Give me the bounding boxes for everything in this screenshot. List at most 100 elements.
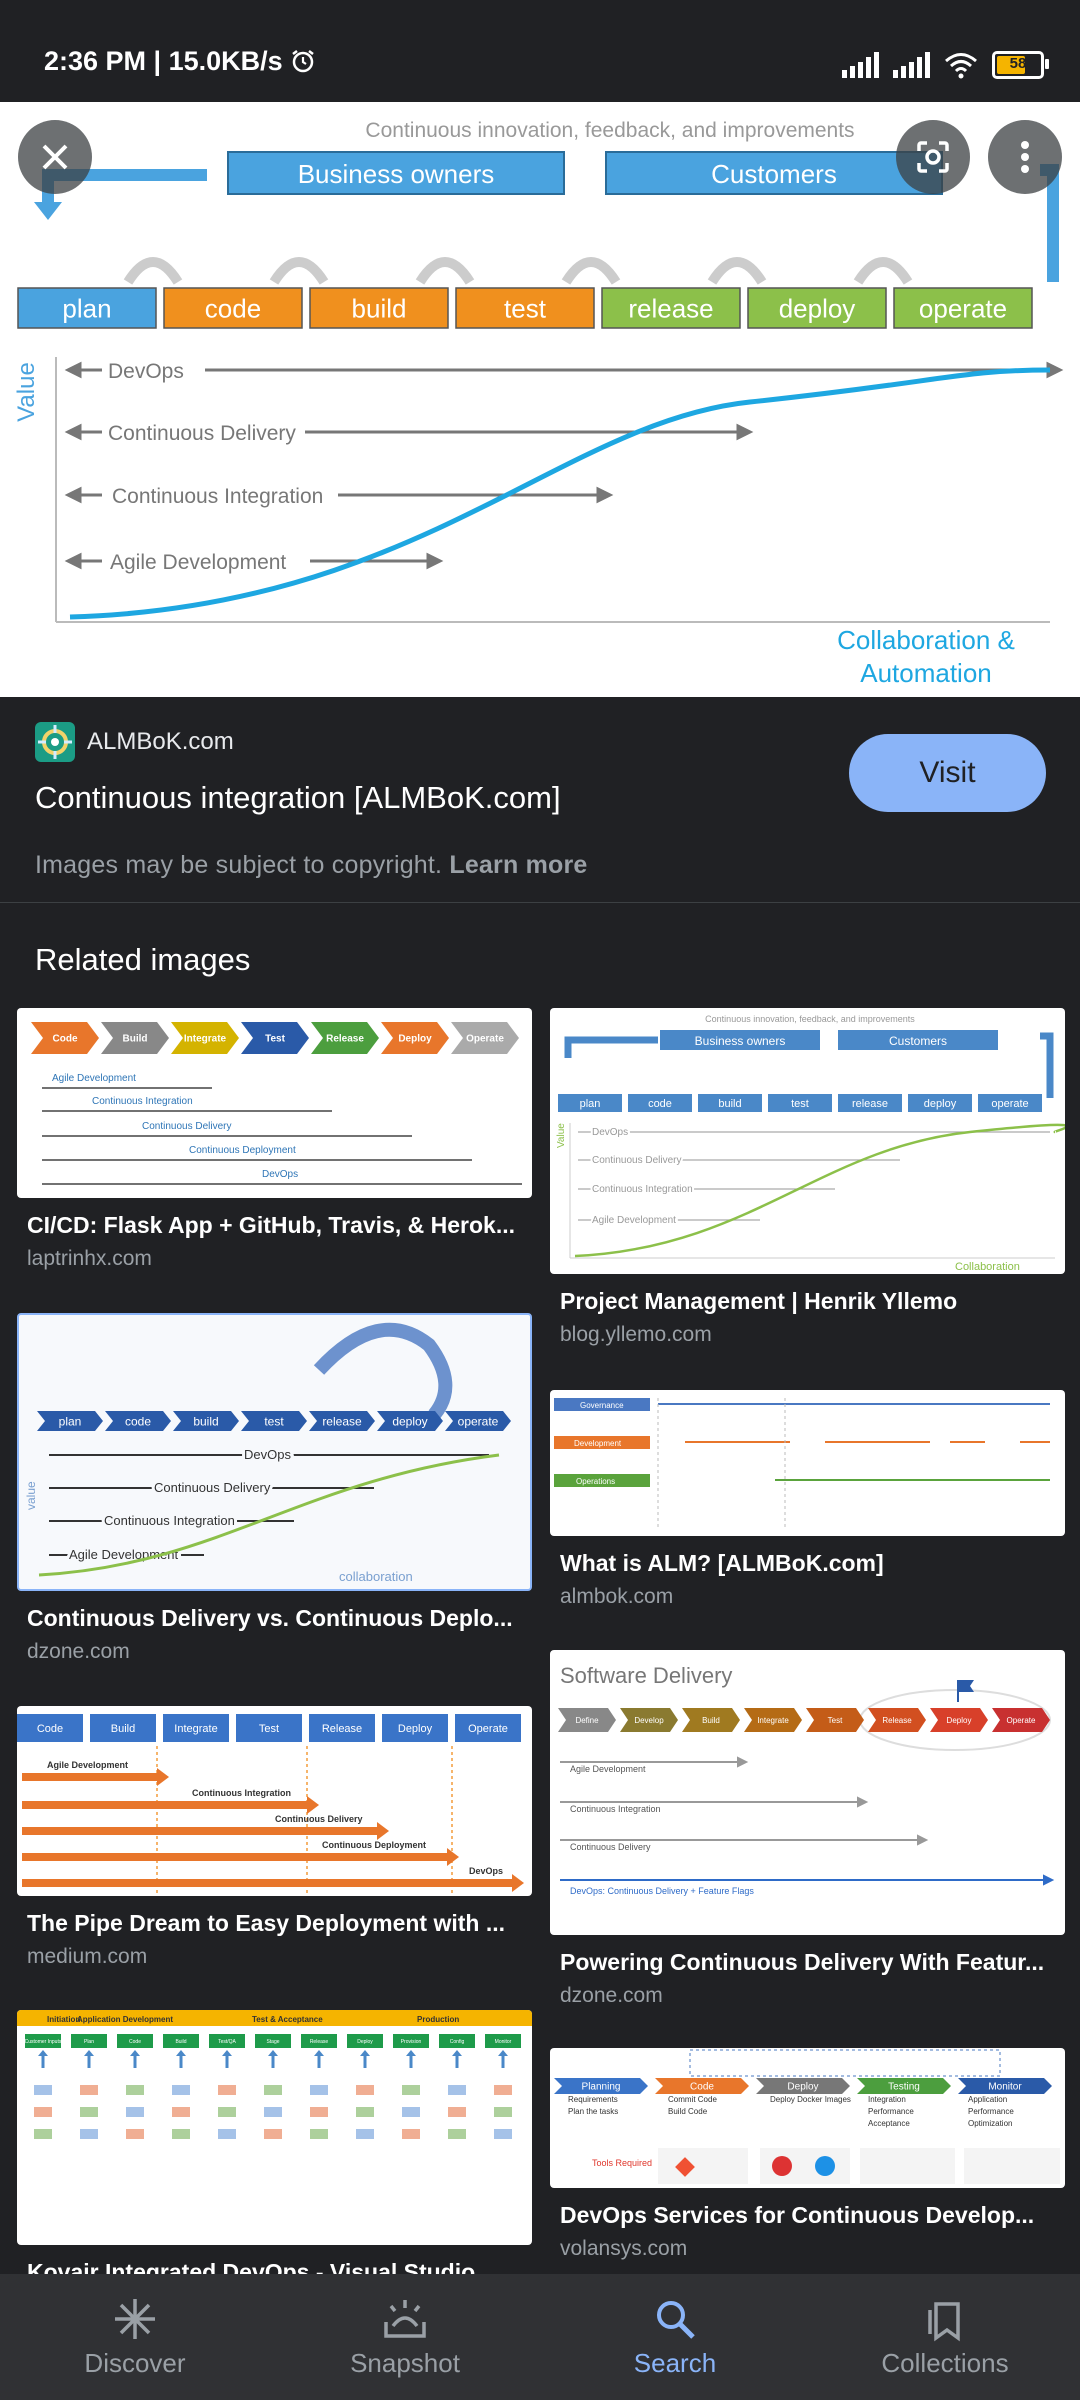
t6-level: Continuous Delivery — [570, 1842, 651, 1852]
t2-level: DevOps — [592, 1127, 628, 1138]
stage-shape — [893, 287, 1033, 329]
related-title[interactable]: CI/CD: Flask App + GitHub, Travis, & Her… — [27, 1212, 515, 1238]
stage-shape — [868, 1708, 926, 1732]
related-card-2[interactable]: Continuous innovation, feedback, and imp… — [550, 1008, 1065, 1347]
nav-collections[interactable]: Collections — [810, 2274, 1080, 2400]
t7-tool-logo — [310, 2107, 328, 2117]
level-agile-development: Agile Development — [110, 551, 286, 574]
stage-shape — [347, 2034, 383, 2048]
role-business-owners: Business owners — [298, 159, 495, 189]
nav-discover[interactable]: Discover — [0, 2274, 270, 2400]
more-options-button[interactable] — [988, 120, 1062, 194]
stage-label: Code — [129, 2039, 141, 2045]
related-card-4[interactable]: Governance Development Operations What i… — [550, 1390, 1065, 1609]
stage-label: Test — [259, 1723, 279, 1735]
stage-label: release — [628, 293, 713, 323]
t7-arrowhead — [360, 2050, 370, 2056]
stage-label: code — [205, 293, 261, 323]
t7-tool-logo — [218, 2085, 236, 2095]
alarm-icon — [292, 50, 314, 73]
stage-label: code — [125, 1414, 151, 1428]
related-site: almbok.com — [560, 1585, 674, 1608]
stage-label: test — [791, 1098, 809, 1110]
stage-label: deploy — [779, 293, 856, 323]
source-site[interactable]: ALMBoK.com — [35, 722, 234, 762]
stage-shape — [908, 1094, 972, 1112]
related-title[interactable]: Powering Continuous Delivery With Featur… — [560, 1949, 1045, 1975]
stage-shape — [105, 1411, 171, 1431]
close-button[interactable] — [18, 120, 92, 194]
learn-more-link[interactable]: Learn more — [449, 851, 588, 879]
t7-arrowhead — [498, 2050, 508, 2056]
stage-label: Code — [690, 2082, 714, 2093]
stage-label: test — [504, 293, 547, 323]
t7-tool-logo — [34, 2129, 52, 2139]
stage-shape — [768, 1094, 832, 1112]
stage-label: Release — [326, 1034, 364, 1045]
related-thumbnail[interactable]: Initiation Application Development Test … — [17, 2010, 532, 2245]
related-title[interactable]: The Pipe Dream to Easy Deployment with .… — [27, 1910, 506, 1936]
t7-tool-logo — [448, 2129, 466, 2139]
stage-shape — [655, 2078, 749, 2094]
stage-label: release — [852, 1098, 888, 1110]
stage-shape — [163, 2034, 199, 2048]
t7-arrowhead — [452, 2050, 462, 2056]
preview-image[interactable]: Continuous innovation, feedback, and imp… — [0, 102, 1080, 697]
nav-snapshot[interactable]: Snapshot — [270, 2274, 540, 2400]
related-thumbnail[interactable]: Continuous innovation, feedback, and imp… — [550, 1008, 1065, 1274]
t7-phase: Initiation — [47, 2015, 80, 2024]
level-continuous-integration: Continuous Integration — [112, 485, 323, 508]
stage-shape — [301, 2034, 337, 2048]
stage-label: Integrate — [757, 1716, 789, 1725]
stage-shape — [978, 1094, 1042, 1112]
related-title[interactable]: Continuous Delivery vs. Continuous Deplo… — [27, 1605, 513, 1631]
related-card-7[interactable]: Initiation Application Development Test … — [17, 2010, 532, 2286]
result-title[interactable]: Continuous integration [ALMBoK.com] — [35, 780, 561, 815]
stage-shape — [241, 1411, 307, 1431]
related-site: blog.yllemo.com — [560, 1323, 712, 1346]
lens-button[interactable] — [896, 120, 970, 194]
stage-shape — [209, 2034, 245, 2048]
related-title[interactable]: What is ALM? [ALMBoK.com] — [560, 1550, 884, 1576]
related-site: dzone.com — [560, 1984, 663, 2007]
stage-shape — [37, 1411, 103, 1431]
stage-shape — [806, 1708, 864, 1732]
related-title[interactable]: Project Management | Henrik Yllemo — [560, 1288, 958, 1314]
t6-level: Agile Development — [570, 1764, 646, 1774]
t7-tool-logo — [34, 2107, 52, 2117]
t2-level: Continuous Delivery — [592, 1155, 682, 1166]
stage-label: Config — [450, 2039, 465, 2045]
stage-shape — [698, 1094, 762, 1112]
related-thumbnail[interactable]: Governance Development Operations — [550, 1390, 1065, 1536]
stage-label: release — [322, 1414, 362, 1428]
stage-label: Operate — [468, 1723, 508, 1735]
t7-tool-logo — [494, 2107, 512, 2117]
role-customers: Customers — [711, 159, 837, 189]
t7-tool-logo — [264, 2085, 282, 2095]
stage-label: Deploy — [787, 2082, 818, 2093]
copyright-notice: Images may be subject to copyright. Lear… — [35, 851, 588, 880]
visit-button[interactable]: Visit — [849, 734, 1046, 812]
stage-label: plan — [59, 1414, 82, 1428]
stage-shape — [857, 2078, 951, 2094]
t8-detail: Deploy Docker Images — [770, 2095, 851, 2104]
related-title[interactable]: DevOps Services for Continuous Develop..… — [560, 2202, 1035, 2228]
stage-label: Develop — [634, 1716, 664, 1725]
stage-label: Test — [828, 1716, 843, 1725]
nav-search[interactable]: Search — [540, 2274, 810, 2400]
stage-label: Code — [53, 1034, 78, 1045]
t3-corner: collaboration — [339, 1569, 413, 1584]
t5-level: Continuous Integration — [192, 1788, 291, 1798]
t1-level: Agile Development — [52, 1073, 136, 1084]
stage-label: Operate — [1007, 1716, 1036, 1725]
